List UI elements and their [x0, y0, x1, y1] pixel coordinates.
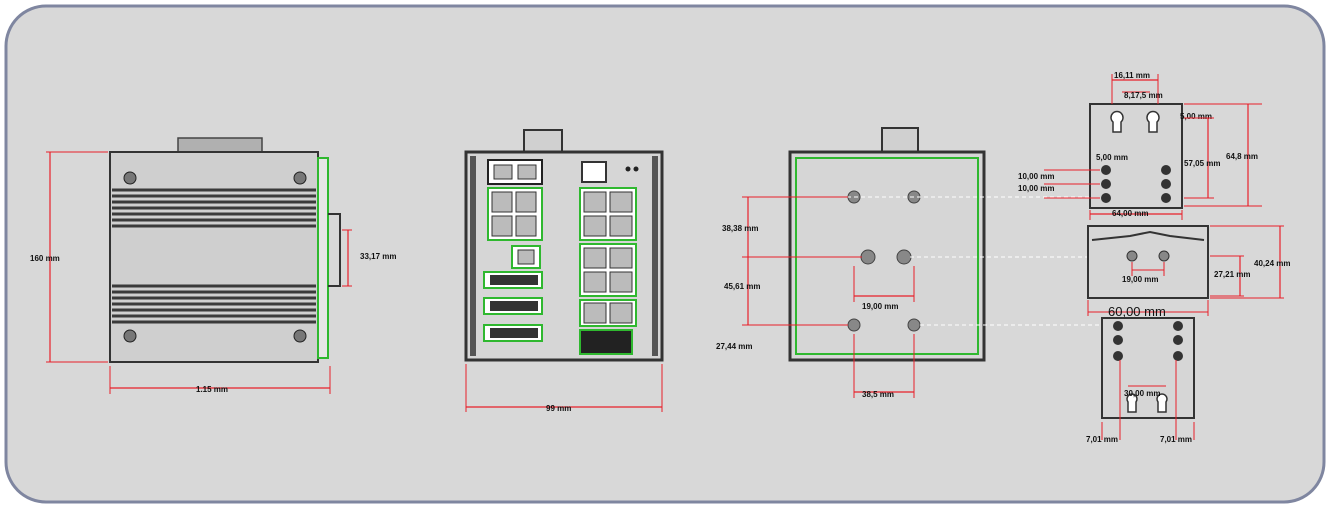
bottom-inner-spacing-label: 30,00 mm — [1124, 389, 1160, 398]
keyhole-slot — [1146, 110, 1160, 133]
side-fins-bottom — [112, 284, 316, 324]
wall-width-label: 64,00 mm — [1112, 209, 1148, 218]
side-screw — [123, 171, 137, 185]
panel-frame — [4, 4, 1326, 504]
side-din-depth-label: 33,17 mm — [360, 252, 396, 261]
din-bracket-body — [1087, 225, 1209, 299]
back-mount-hole — [860, 249, 876, 265]
din-width-label: 60,00 mm — [1108, 304, 1166, 319]
wall-inner-height-label: 57,05 mm — [1184, 159, 1220, 168]
front-led — [625, 166, 631, 172]
front-view: 99 mm — [464, 129, 664, 413]
front-fiber-port — [579, 329, 633, 355]
wall-mount-plate: 16,11 mm 8,17,5 mm 5,00 mm 5,00 mm 10,00… — [1018, 71, 1262, 220]
back-hole-pitch-mid-label: 19,00 mm — [862, 302, 898, 311]
wall-hole — [1161, 179, 1171, 189]
side-screw — [293, 171, 307, 185]
wall-hole-spacing-b-label: 10,00 mm — [1018, 184, 1054, 193]
din-hole — [1126, 250, 1138, 262]
back-top-offset-label: 38,38 mm — [722, 224, 758, 233]
side-body — [109, 151, 319, 363]
din-height-a-label: 27,21 mm — [1214, 270, 1250, 279]
wall-top-pitch-b-label: 8,17,5 mm — [1124, 91, 1163, 100]
back-body — [788, 150, 986, 362]
back-mount-hole — [847, 318, 861, 332]
wall-slot-b-label: 5,00 mm — [1096, 153, 1128, 162]
back-view: 38,38 mm 45,61 mm 27,44 mm 19,00 mm 38,5… — [716, 127, 1100, 399]
front-width-label: 99 mm — [546, 404, 571, 413]
keyhole-slot — [1110, 110, 1124, 133]
wall-total-height-label: 64,8 mm — [1226, 152, 1258, 161]
bottom-hole — [1173, 335, 1183, 345]
wall-hole — [1161, 193, 1171, 203]
back-mount-hole — [896, 249, 912, 265]
bottom-hole — [1173, 351, 1183, 361]
side-view: 160 mm 1.15 mm 33,17 mm — [30, 137, 396, 394]
bottom-hole — [1113, 351, 1123, 361]
back-mid-gap-label: 45,61 mm — [724, 282, 760, 291]
front-led — [633, 166, 639, 172]
side-width-label: 1.15 mm — [196, 385, 228, 394]
side-din-rail — [317, 157, 329, 359]
keyhole-slot — [1156, 393, 1168, 413]
side-screw — [123, 329, 137, 343]
wall-hole — [1101, 179, 1111, 189]
bottom-hole — [1113, 321, 1123, 331]
bottom-plate: 30,00 mm 7,01 mm 7,01 mm — [1086, 317, 1195, 444]
bottom-hole — [1173, 321, 1183, 331]
wall-slot-a-label: 5,00 mm — [1180, 112, 1212, 121]
wall-hole — [1101, 193, 1111, 203]
wall-hole-spacing-a-label: 10,00 mm — [1018, 172, 1054, 181]
back-bottom-offset-label: 27,44 mm — [716, 342, 752, 351]
side-height-label: 160 mm — [30, 254, 60, 263]
wall-hole — [1101, 165, 1111, 175]
side-fins-top — [112, 188, 316, 228]
bottom-offset-right-label: 7,01 mm — [1160, 435, 1192, 444]
din-rail-bracket: 19,00 mm 27,21 mm 40,24 mm 60,00 mm — [1087, 225, 1290, 319]
wall-plate-body — [1089, 103, 1183, 209]
bottom-offset-left-label: 7,01 mm — [1086, 435, 1118, 444]
back-mount-hole — [907, 318, 921, 332]
din-hole — [1158, 250, 1170, 262]
din-rail-profile — [1091, 230, 1205, 241]
front-console-port — [581, 161, 607, 183]
din-height-b-label: 40,24 mm — [1254, 259, 1290, 268]
back-hole-pitch-bottom-label: 38,5 mm — [862, 390, 894, 399]
wall-hole — [1161, 165, 1171, 175]
back-top-connector — [881, 127, 919, 153]
side-screw — [293, 329, 307, 343]
bottom-plate-body — [1101, 317, 1195, 419]
bottom-hole — [1113, 335, 1123, 345]
keyhole-slot — [1126, 393, 1138, 413]
front-top-connector — [523, 129, 563, 155]
din-hole-spacing-label: 19,00 mm — [1122, 275, 1158, 284]
side-din-clip — [328, 213, 341, 287]
wall-top-pitch-a-label: 16,11 mm — [1114, 71, 1150, 80]
